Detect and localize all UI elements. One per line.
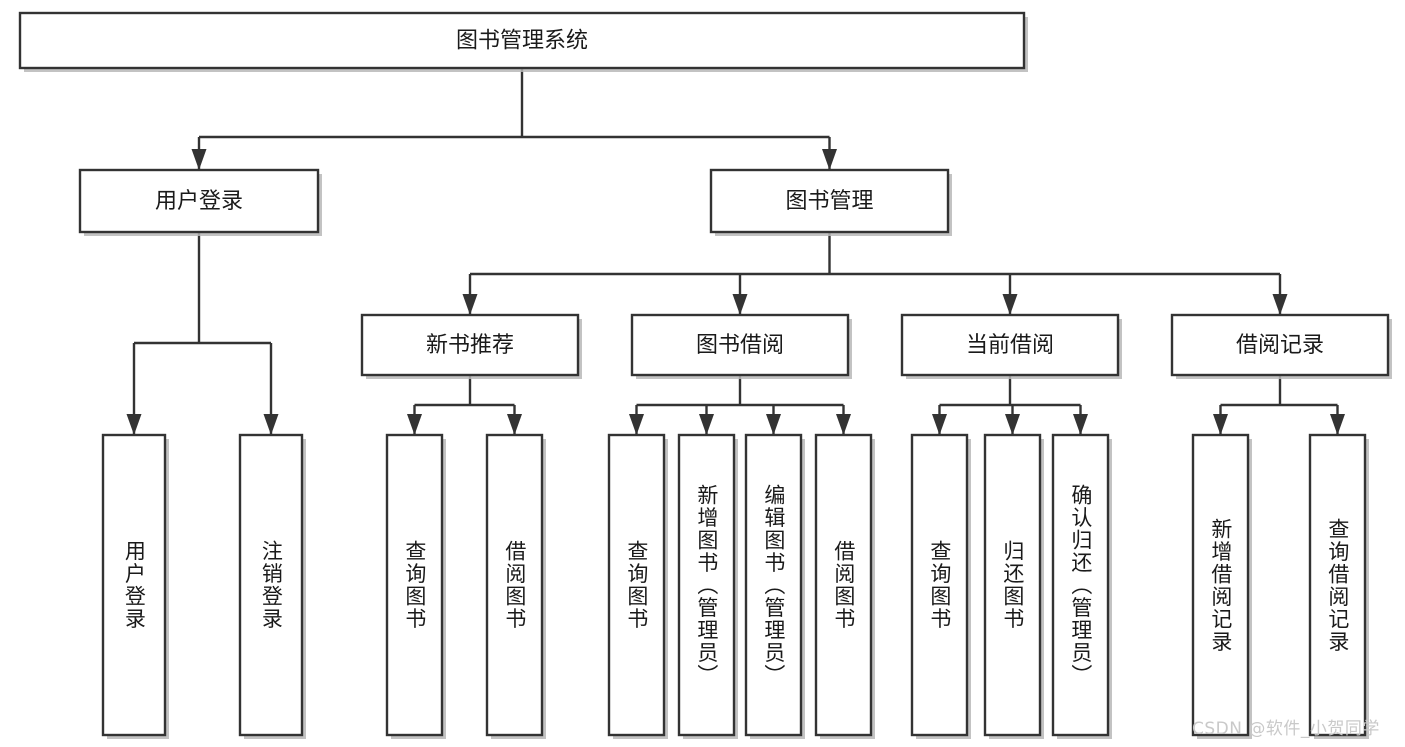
leaf-node-1[interactable] bbox=[238, 433, 304, 737]
arrow-head-icon bbox=[1005, 414, 1020, 435]
leaf-node-5[interactable] bbox=[677, 433, 736, 737]
arrow-head-icon bbox=[1002, 294, 1018, 315]
leaf-node-0[interactable] bbox=[101, 433, 167, 737]
leaf-node-6[interactable] bbox=[744, 433, 803, 737]
level3-node-2[interactable] bbox=[900, 313, 1120, 377]
level2-node-0[interactable] bbox=[78, 168, 320, 234]
arrow-head-icon bbox=[932, 414, 947, 435]
leaf-node-7[interactable] bbox=[814, 433, 873, 737]
level2-node-1-label: 图书管理 bbox=[785, 189, 873, 214]
arrow-head-icon bbox=[462, 294, 478, 315]
arrow-head-icon bbox=[1213, 414, 1228, 435]
leaf-node-4[interactable] bbox=[607, 433, 666, 737]
level3-node-2-label: 当前借阅 bbox=[966, 333, 1054, 358]
connector-layer bbox=[126, 68, 1345, 435]
arrow-head-icon bbox=[629, 414, 644, 435]
arrow-head-icon bbox=[1272, 294, 1288, 315]
arrow-head-icon bbox=[263, 414, 279, 435]
arrow-head-icon bbox=[732, 294, 748, 315]
arrow-head-icon bbox=[507, 414, 522, 435]
level3-node-1[interactable] bbox=[630, 313, 850, 377]
arrow-head-icon bbox=[766, 414, 781, 435]
leaf-node-8[interactable] bbox=[910, 433, 969, 737]
leaf-node-9[interactable] bbox=[983, 433, 1042, 737]
arrow-head-icon bbox=[191, 149, 207, 170]
leaf-node-2[interactable] bbox=[385, 433, 444, 737]
level3-node-3-label: 借阅记录 bbox=[1236, 333, 1324, 358]
arrow-head-icon bbox=[822, 149, 837, 170]
leaf-node-10[interactable] bbox=[1051, 433, 1110, 737]
level3-node-0[interactable] bbox=[360, 313, 580, 377]
root-node-book-management-system[interactable] bbox=[18, 11, 1026, 70]
csdn-watermark: CSDN @软件_小贺同学 bbox=[1192, 719, 1380, 739]
arrow-head-icon bbox=[836, 414, 851, 435]
level3-node-3[interactable] bbox=[1170, 313, 1390, 377]
arrow-head-icon bbox=[699, 414, 714, 435]
leaf-node-12[interactable] bbox=[1308, 433, 1367, 737]
level2-node-1[interactable] bbox=[709, 168, 950, 234]
arrow-head-icon bbox=[1073, 414, 1088, 435]
arrow-head-icon bbox=[407, 414, 422, 435]
level2-node-0-label: 用户登录 bbox=[155, 189, 243, 214]
leaf-node-3[interactable] bbox=[485, 433, 544, 737]
arrow-head-icon bbox=[1330, 414, 1345, 435]
level3-node-1-label: 图书借阅 bbox=[696, 333, 784, 358]
leaf-node-11[interactable] bbox=[1191, 433, 1250, 737]
level3-node-0-label: 新书推荐 bbox=[426, 333, 514, 358]
arrow-head-icon bbox=[126, 414, 142, 435]
root-node-book-management-system-label: 图书管理系统 bbox=[456, 29, 588, 54]
